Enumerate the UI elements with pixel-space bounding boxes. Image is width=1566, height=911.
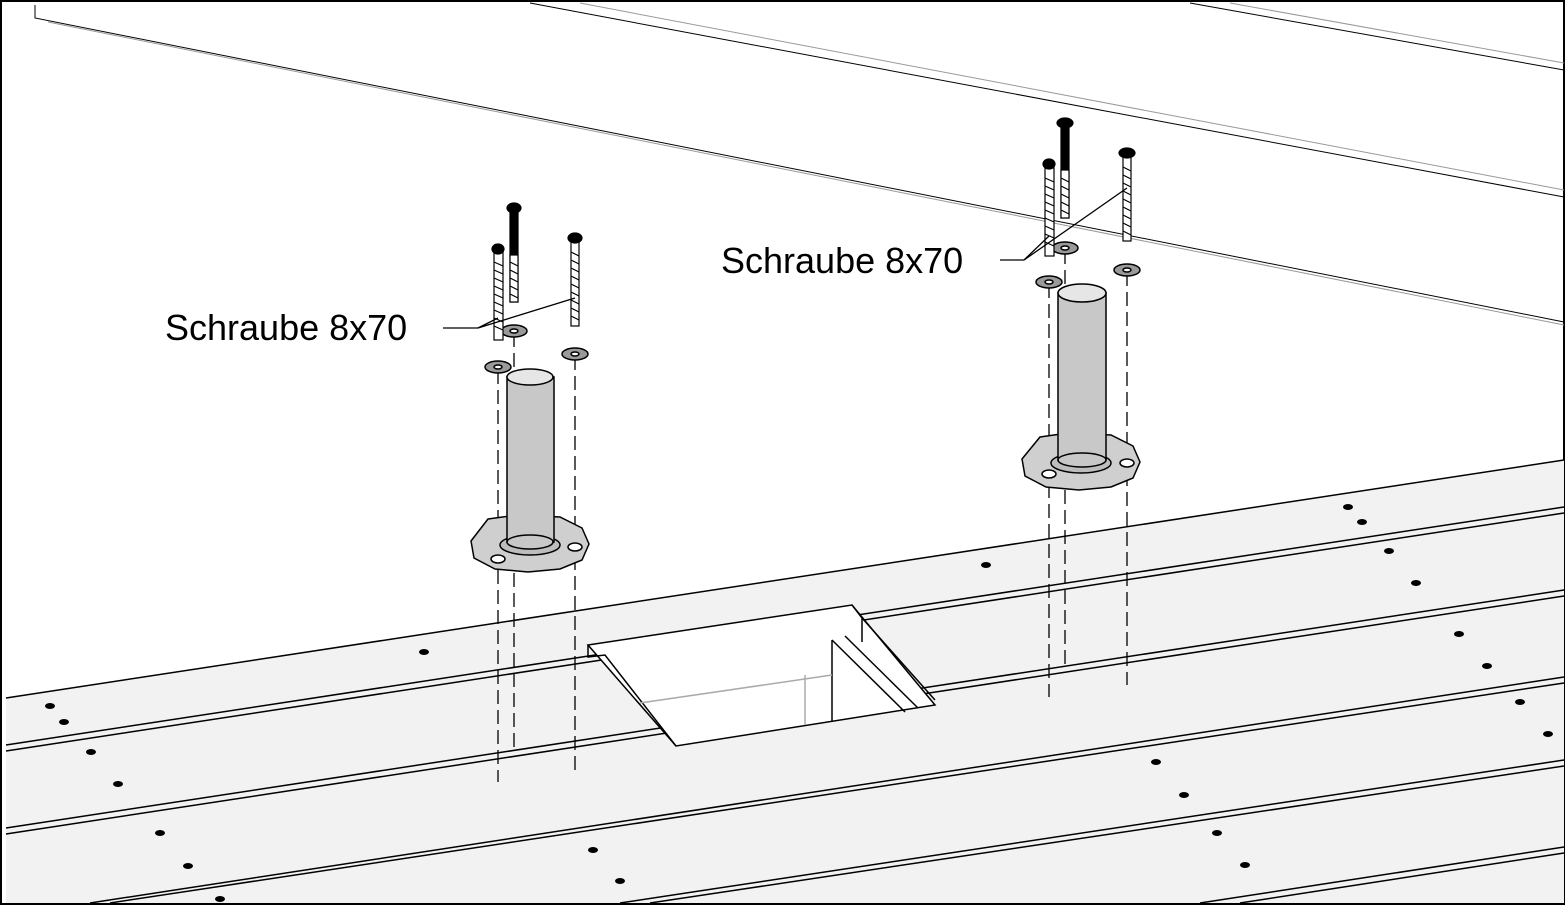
washers-left <box>484 324 589 374</box>
screws-right <box>1042 117 1136 257</box>
flange-hole-left-2 <box>567 542 583 552</box>
callout-leader-left <box>443 297 576 329</box>
screws-left <box>491 202 583 341</box>
post-assembly-right <box>1000 117 1141 697</box>
post-tube-right <box>1057 292 1107 461</box>
screw-callout-left: Schraube 8x70 <box>165 307 408 348</box>
deck <box>5 459 1565 904</box>
flange-hole-right-1 <box>1041 469 1057 479</box>
flange-hole-right-2 <box>1119 458 1135 468</box>
callout-leader-right <box>1000 187 1128 261</box>
deck-opening <box>586 604 937 747</box>
post-assembly-left <box>443 202 590 782</box>
post-tube-top-right <box>1057 283 1107 303</box>
flange-hole-left-1 <box>490 554 506 564</box>
screw-callout-right: Schraube 8x70 <box>721 240 964 281</box>
post-tube-left <box>506 376 555 543</box>
post-tube-top-left <box>506 368 554 386</box>
deck-screw-holes <box>45 504 1553 902</box>
